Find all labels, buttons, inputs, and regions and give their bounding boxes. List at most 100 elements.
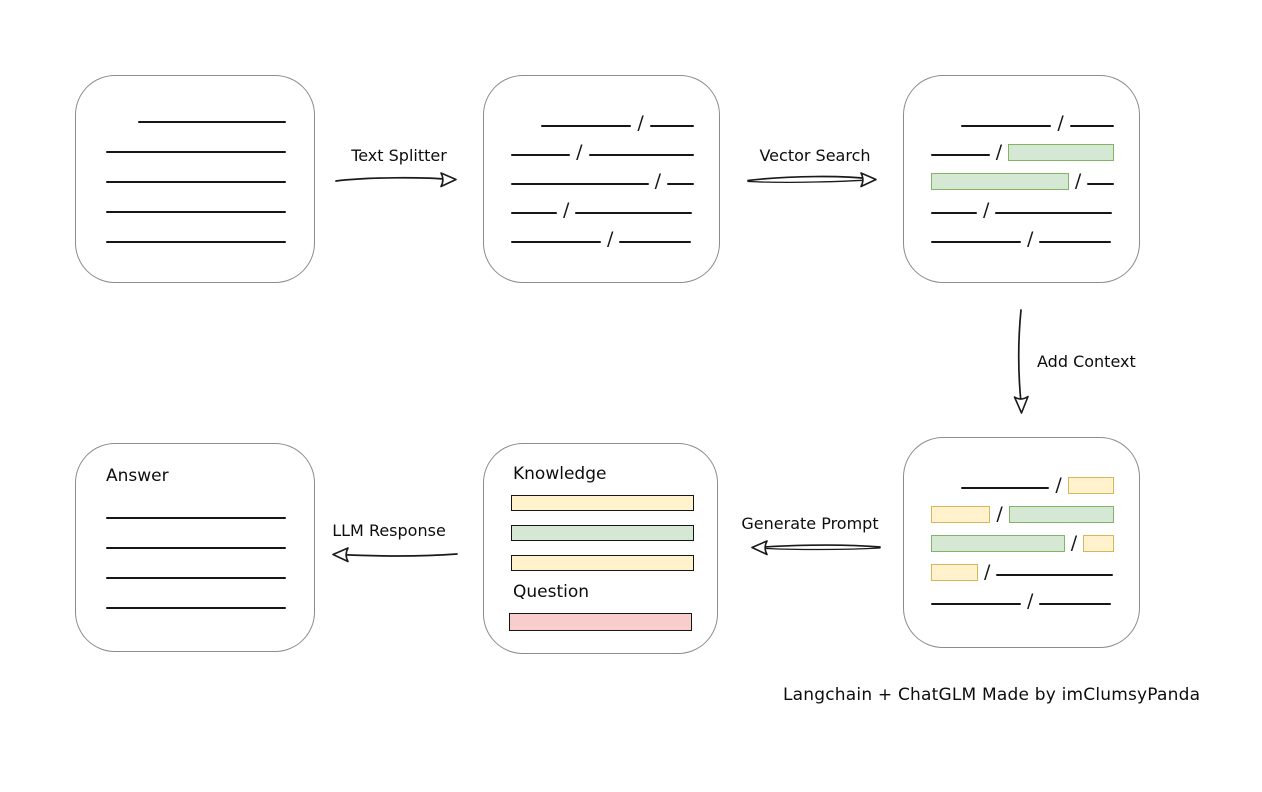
text-line: [1039, 241, 1112, 243]
text-line: [1087, 183, 1114, 185]
text-line: [961, 125, 1052, 127]
right-arrow-icon: [335, 172, 457, 188]
chunk-row: /: [931, 523, 1114, 554]
text-line: [961, 487, 1050, 489]
text-line: [667, 183, 694, 185]
slash-separator: /: [996, 503, 1003, 525]
right-arrow-icon: [747, 172, 877, 188]
slash-separator: /: [563, 199, 570, 221]
text-line: [106, 181, 286, 183]
chunk-row: /: [931, 552, 1114, 583]
document-lines: [106, 121, 286, 271]
left-arrow-icon: [751, 540, 881, 556]
knowledge-bars: [511, 495, 694, 585]
slash-separator: /: [984, 561, 991, 583]
answer-label: Answer: [106, 466, 169, 486]
yellow-chunk-bar: [1083, 535, 1114, 552]
slash-separator: /: [983, 199, 990, 221]
slash-separator: /: [1070, 532, 1078, 554]
text-line: [619, 241, 692, 243]
text-line: [931, 241, 1021, 243]
question-label: Question: [513, 582, 590, 602]
text-line: [588, 154, 694, 156]
slash-separator: /: [1074, 170, 1082, 192]
green-chunk-bar: [1008, 506, 1114, 523]
slash-separator: /: [576, 141, 583, 163]
chunk-row: /: [511, 190, 694, 221]
text-line: [106, 517, 286, 519]
chunk-row: /: [511, 219, 694, 250]
chunk-row: /: [511, 132, 694, 163]
text-line: [931, 212, 977, 214]
question-bars: [509, 613, 692, 645]
red-bar: [509, 613, 692, 631]
chunk-row: /: [931, 219, 1114, 250]
chunk-row: /: [931, 494, 1114, 525]
yellow-chunk-bar: [1067, 477, 1114, 494]
text-line: [511, 241, 601, 243]
chunk-row: /: [541, 103, 694, 134]
add-context-arrow: [1013, 309, 1029, 414]
generate-prompt-arrow: Generate Prompt: [737, 514, 883, 558]
text-line: [106, 607, 286, 609]
slash-separator: /: [995, 141, 1003, 163]
text-line: [1039, 603, 1112, 605]
slash-separator: /: [654, 170, 662, 192]
add-context-label: Add Context: [1037, 352, 1136, 371]
text-line: [106, 547, 286, 549]
chunk-row: /: [931, 581, 1114, 612]
caption-text: Langchain + ChatGLM Made by imClumsyPand…: [783, 685, 1201, 705]
slash-separator: /: [1055, 474, 1062, 496]
slash-separator: /: [637, 112, 644, 134]
text-splitter-arrow: Text Splitter: [333, 146, 465, 190]
text-line: [995, 212, 1113, 214]
yellow-bar: [511, 495, 694, 511]
prompt-box: Knowledge Question: [483, 443, 718, 654]
chunk-row: /: [511, 161, 694, 192]
chunk-row: /: [961, 465, 1114, 496]
answer-lines: [106, 517, 286, 637]
text-line: [106, 151, 286, 153]
text-line: [511, 212, 557, 214]
text-line: [649, 125, 694, 127]
green-chunk-bar: [931, 535, 1065, 552]
text-line: [931, 154, 990, 156]
text-line: [996, 574, 1114, 576]
text-line: [106, 211, 286, 213]
green-chunk-bar: [1008, 144, 1114, 161]
slash-separator: /: [1057, 112, 1064, 134]
matched-chunks-box: / / / / /: [903, 75, 1140, 283]
slash-separator: /: [1027, 590, 1034, 612]
text-line: [106, 241, 286, 243]
split-chunk-rows: / / / / /: [511, 103, 694, 250]
text-line: [575, 212, 693, 214]
text-line: [106, 577, 286, 579]
text-line: [511, 183, 649, 185]
chunk-row: /: [931, 132, 1114, 163]
answer-box: Answer: [75, 443, 315, 652]
yellow-chunk-bar: [931, 564, 978, 581]
context-chunk-rows: / / / / /: [931, 465, 1114, 612]
slash-separator: /: [607, 228, 614, 250]
generate-prompt-label: Generate Prompt: [741, 514, 879, 533]
green-chunk-bar: [931, 173, 1069, 190]
text-line: [511, 154, 571, 156]
context-chunks-box: / / / / /: [903, 437, 1140, 648]
llm-response-arrow: LLM Response: [318, 521, 460, 565]
text-line: [138, 121, 286, 123]
vector-search-arrow: Vector Search: [745, 146, 885, 190]
yellow-chunk-bar: [931, 506, 991, 523]
chunk-row: /: [931, 161, 1114, 192]
text-line: [931, 603, 1021, 605]
yellow-bar: [511, 555, 694, 571]
vector-search-label: Vector Search: [759, 146, 871, 165]
knowledge-label: Knowledge: [513, 464, 607, 484]
matched-chunk-rows: / / / / /: [931, 103, 1114, 250]
source-document-box: [75, 75, 315, 283]
split-chunks-box: / / / / /: [483, 75, 720, 283]
chunk-row: /: [961, 103, 1114, 134]
chunk-row: /: [931, 190, 1114, 221]
green-bar: [511, 525, 694, 541]
slash-separator: /: [1027, 228, 1034, 250]
